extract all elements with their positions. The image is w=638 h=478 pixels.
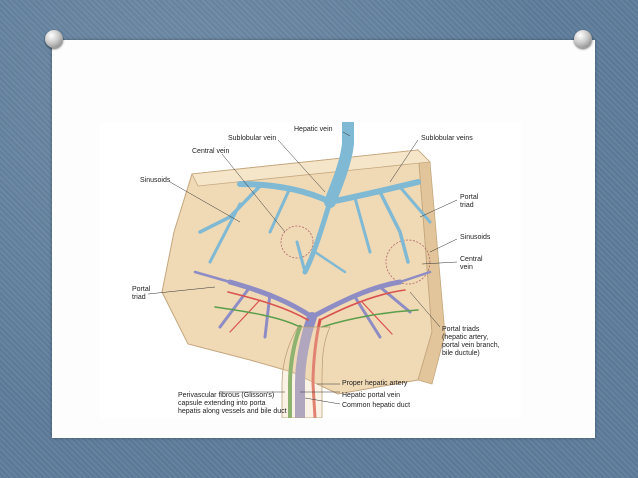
portal-vein-tree [193,270,432,418]
label-sinusoids-right: Sinusoids [460,234,491,241]
label-perivascular-capsule: Perivascular fibrous (Glisson's) capsule… [178,392,287,415]
liver-anatomy-drawing [147,122,458,418]
bile-duct-tree [214,306,419,418]
lobule-circle [385,239,431,285]
label-sublobular-vein: Sublobular vein [228,135,277,142]
pushpin-icon [574,30,592,48]
label-portal-triad-left: Portal triad [132,286,151,301]
lobule-circle [280,225,314,259]
label-sublobular-veins: Sublobular veins [421,135,473,142]
label-sinusoids-left: Sinusoids [140,177,171,184]
glisson-capsule-sheath [281,326,331,418]
label-portal-triads-note: Portal triads (hepatic artery, portal ve… [442,326,500,357]
label-portal-triad-right: Portal triad [460,194,479,209]
liver-lobule-illustration: Hepatic vein Sublobular vein Sublobular … [100,122,521,418]
label-hepatic-vein: Hepatic vein [294,126,333,133]
label-central-vein-right: Central vein [460,256,483,271]
artery-tree [227,289,406,418]
label-central-vein: Central vein [192,148,230,155]
label-hepatic-portal-vein: Hepatic portal vein [342,392,400,399]
hepatic-vein-tree [198,122,432,275]
label-common-hepatic-duct: Common hepatic duct [342,402,411,409]
label-proper-hepatic-artery: Proper hepatic artery [342,380,408,387]
leader-lines [147,131,458,405]
pushpin-icon [45,30,63,48]
